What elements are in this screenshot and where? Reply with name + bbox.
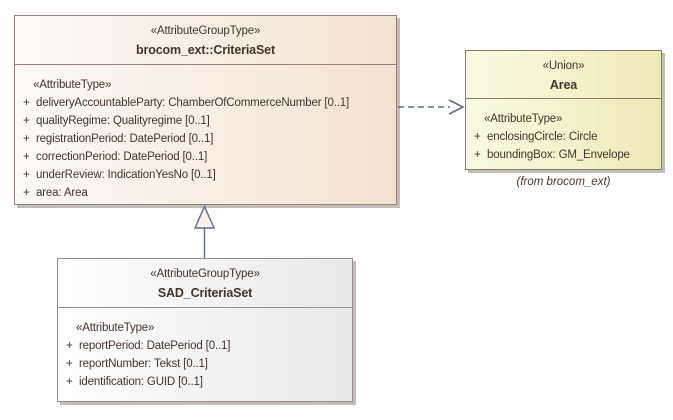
class-header: «Union» Area	[466, 51, 661, 98]
class-name: SAD_CriteriaSet	[157, 286, 253, 300]
class-header: «AttributeGroupType» brocom_ext::Criteri…	[15, 16, 396, 64]
hollow-triangle-arrowhead-icon	[193, 204, 216, 229]
generalization-connector-sad-to-criteriaset[interactable]	[193, 204, 216, 259]
visibility-marker: +	[23, 151, 30, 163]
attribute-row[interactable]: + registrationPeriod: DatePeriod [0..1]	[15, 130, 396, 148]
class-attribute-compartment: «AttributeType» + reportPeriod: DatePeri…	[58, 307, 352, 391]
class-box-area[interactable]: «Union» Area «AttributeType» + enclosing…	[465, 50, 662, 170]
class-name: Area	[549, 78, 578, 92]
attribute-row[interactable]: + deliveryAccountableParty: ChamberOfCom…	[15, 94, 396, 112]
visibility-marker: +	[66, 340, 73, 352]
class-name: brocom_ext::CriteriaSet	[136, 43, 275, 57]
attribute-section-label: «AttributeType»	[484, 113, 563, 125]
attribute-text: reportNumber: Tekst [0..1]	[79, 358, 208, 370]
attribute-section-label: «AttributeType»	[33, 79, 112, 91]
attribute-text: boundingBox: GM_Envelope	[487, 149, 630, 161]
class-stereotype: «AttributeGroupType»	[150, 25, 261, 37]
visibility-marker: +	[66, 358, 73, 370]
open-arrowhead-icon	[448, 99, 465, 115]
attribute-row[interactable]: + qualityRegime: Qualityregime [0..1]	[15, 112, 396, 130]
attribute-text: underReview: IndicationYesNo [0..1]	[36, 169, 216, 181]
attribute-text: area: Area	[36, 187, 88, 199]
attribute-row[interactable]: + correctionPeriod: DatePeriod [0..1]	[15, 148, 396, 166]
class-stereotype: «AttributeGroupType»	[150, 268, 260, 280]
attribute-text: registrationPeriod: DatePeriod [0..1]	[36, 133, 214, 145]
class-header: «AttributeGroupType» SAD_CriteriaSet	[58, 259, 352, 307]
attribute-row[interactable]: + identification: GUID [0..1]	[58, 373, 352, 391]
class-attribute-compartment: «AttributeType» + enclosingCircle: Circl…	[466, 98, 661, 164]
attribute-text: deliveryAccountableParty: ChamberOfComme…	[36, 97, 350, 109]
attribute-row[interactable]: + underReview: IndicationYesNo [0..1]	[15, 166, 396, 184]
class-attribute-compartment: «AttributeType» + deliveryAccountablePar…	[15, 64, 396, 202]
attribute-row[interactable]: + boundingBox: GM_Envelope	[466, 146, 661, 164]
visibility-marker: +	[23, 187, 30, 199]
attribute-section-label: «AttributeType»	[76, 322, 155, 334]
visibility-marker: +	[66, 376, 73, 388]
visibility-marker: +	[23, 133, 30, 145]
attribute-text: qualityRegime: Qualityregime [0..1]	[36, 115, 210, 127]
attribute-text: correctionPeriod: DatePeriod [0..1]	[36, 151, 208, 163]
attribute-text: enclosingCircle: Circle	[487, 131, 598, 143]
visibility-marker: +	[474, 131, 481, 143]
attribute-row[interactable]: + reportNumber: Tekst [0..1]	[58, 355, 352, 373]
visibility-marker: +	[474, 149, 481, 161]
attribute-row[interactable]: + reportPeriod: DatePeriod [0..1]	[58, 337, 352, 355]
dependency-connector-criteriaset-to-area[interactable]	[398, 99, 465, 115]
class-box-criteriaset[interactable]: «AttributeGroupType» brocom_ext::Criteri…	[14, 15, 397, 205]
visibility-marker: +	[23, 115, 30, 127]
attribute-row[interactable]: + area: Area	[15, 184, 396, 202]
visibility-marker: +	[23, 169, 30, 181]
attribute-text: reportPeriod: DatePeriod [0..1]	[79, 340, 231, 352]
class-stereotype: «Union»	[542, 60, 585, 72]
visibility-marker: +	[23, 97, 30, 109]
attribute-row[interactable]: + enclosingCircle: Circle	[466, 128, 661, 146]
package-origin-note: (from brocom_ext)	[516, 176, 611, 188]
class-box-sad-criteriaset[interactable]: «AttributeGroupType» SAD_CriteriaSet «At…	[57, 258, 353, 402]
attribute-text: identification: GUID [0..1]	[79, 376, 203, 388]
